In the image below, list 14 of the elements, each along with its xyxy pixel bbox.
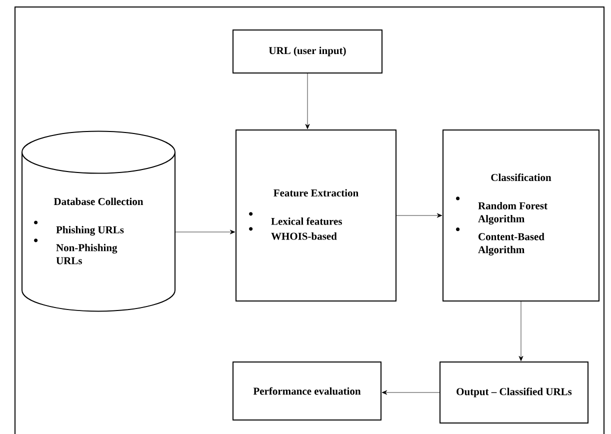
process-box: URL (user input) <box>232 30 382 74</box>
arrow <box>382 390 440 395</box>
arrow <box>518 301 524 362</box>
database-cylinder: Database Collection Phishing URLs Non-Phishing URLs <box>22 130 176 312</box>
process-box: Feature Extraction Lexical features WHOIS-based <box>236 130 396 302</box>
process-box: Classification Random Forest Algorithm Content-Based Algorithm <box>442 130 600 302</box>
arrow <box>305 73 310 130</box>
process-box: Output – Classified URLs <box>440 362 588 424</box>
node-label: Database Collection <box>54 198 144 206</box>
node-label: Non-Phishing URLs <box>56 244 118 264</box>
node-label: Phishing URLs <box>56 226 124 236</box>
process-box: Performance evaluation <box>232 362 382 420</box>
arrow <box>396 213 442 218</box>
arrow <box>175 230 236 234</box>
